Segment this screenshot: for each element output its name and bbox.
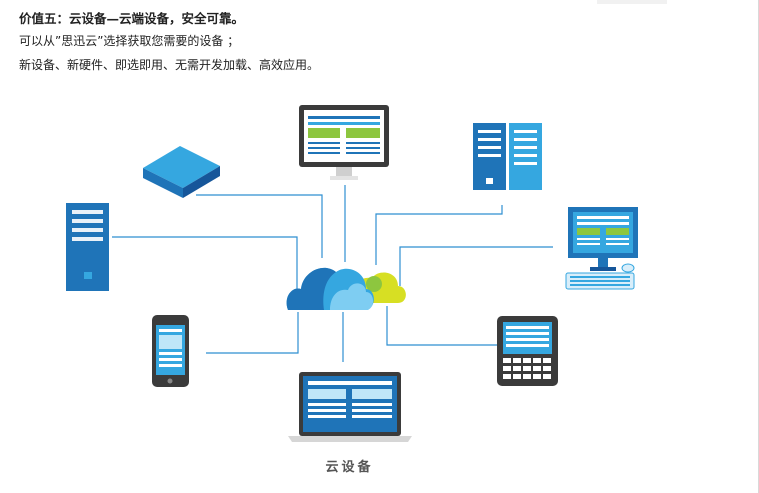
smartphone-icon: [152, 315, 189, 387]
section-title: 价值五：云设备—云端设备，安全可靠。: [19, 11, 245, 26]
desktop-monitor-icon: [299, 105, 389, 180]
laptop-icon: [288, 372, 412, 442]
connector-lines: [112, 185, 553, 362]
cloud-icon: [286, 267, 406, 310]
tower-server-icon: [66, 203, 109, 291]
features-line: 新设备、新硬件、即选即用、无需开发加载、高效应用。: [19, 58, 320, 72]
desktop-computer-icon: [565, 207, 638, 290]
diagram-caption: 云设备: [325, 460, 374, 475]
router-box-icon: [143, 146, 220, 198]
server-rack-icon: [473, 123, 542, 190]
intro-line: 可以从”思迅云”选择获取您需要的设备 ；: [19, 34, 240, 48]
pos-terminal-icon: [497, 316, 558, 386]
top-edge-strip: [597, 0, 667, 4]
